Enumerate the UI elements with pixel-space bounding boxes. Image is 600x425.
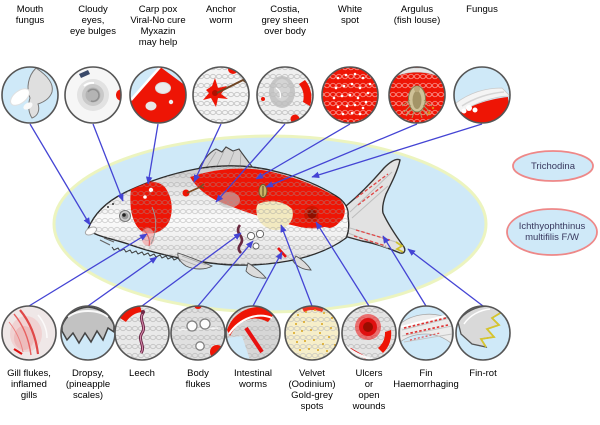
arrow-costia [215,123,286,203]
label-leech: Leech [129,368,155,379]
label-body-flukes: Body flukes [185,368,211,390]
arrow-fungus [311,123,483,178]
label-ichthyophthinus: Ichthyophthinus multifilis F/W [518,221,586,243]
label-argulus: Argulus (fish louse) [393,4,441,26]
intestinal-worms-circle [225,305,281,361]
leech-circle [114,305,170,361]
label-fin-haemorrhaging: Fin Haemorrhaging [393,368,459,390]
trichodina-oval [512,150,594,182]
tail-fin [343,158,406,254]
worm-icon [244,326,264,354]
body-fluke-spot [246,231,256,241]
arrow-white-spot [255,123,351,180]
belly-serration [111,246,185,262]
label-ulcers: Ulcers or open wounds [352,368,386,412]
label-carp-pox: Carp pox Viral-No cure Myxazin may help [130,4,186,48]
arrow-anchor-worm [193,123,222,183]
arrow-gill-flukes [28,233,148,307]
label-intestinal-worms: Intestinal worms [233,368,273,390]
label-mouth-fungus: Mouth fungus [15,4,45,26]
koi-fish-illustration [84,146,406,279]
velvet-circle [284,305,340,361]
label-costia: Costia, grey sheen over body [261,4,309,37]
cloudy-eye-circle [64,66,122,124]
label-gill-flukes: Gill flukes, inflamed gills [7,368,51,401]
white-spot-circle [321,66,379,124]
label-trichodina: Trichodina [530,161,575,172]
arrow-fin-haemorrhaging [382,235,427,307]
pointer-arrows [28,123,484,307]
label-velvet: Velvet (Oodinium) Gold-grey spots [288,368,336,412]
arrow-ulcers [315,221,370,307]
fish-markings [88,165,349,266]
ulcers-circle [341,305,397,361]
argulus-circle [388,66,446,124]
arrow-body-flukes [197,240,254,307]
arrow-dropsy [87,256,158,307]
ichthyophthinus-oval [506,208,598,256]
body-flukes-circle [170,305,226,361]
barbels [99,237,115,246]
fungus-circle [453,66,511,124]
fish-louse-icon [401,85,433,119]
lower-fins [177,252,312,279]
leech-on-fish [236,224,244,254]
arrow-cloudy-eyes [92,123,124,202]
arrow-mouth-fungus [29,123,91,226]
rotted-edge [479,311,503,348]
label-dropsy: Dropsy, (pineapple scales) [65,368,111,401]
fin-rot-circle [455,305,511,361]
fin-haemorrhage-circle [398,305,454,361]
label-cloudy-eyes: Cloudy eyes, eye bulges [70,4,116,37]
arrow-fin-rot [407,248,484,307]
label-anchor-worm: Anchor worm [205,4,237,26]
fish-mouth [84,226,98,236]
arrow-carp-pox [145,123,159,185]
gill-flukes-circle [1,305,57,361]
carp-pox-circle [129,66,187,124]
arrow-argulus [265,123,418,188]
costia-circle [256,66,314,124]
arrow-intestinal-worms [252,251,283,307]
fish-head-details [84,203,185,262]
label-fungus: Fungus [466,4,498,15]
label-white-spot: White spot [337,4,363,26]
dropsy-circle [60,305,116,361]
anchor-worm-circle [192,66,250,124]
mouth-fungus-circle [1,66,59,124]
scale-pattern [88,165,349,266]
anchor-worm-site [182,189,190,197]
fin-rot-mark [395,241,404,253]
arrow-velvet [280,224,313,307]
arrow-leech [141,232,242,307]
label-fin-rot: Fin-rot [469,368,497,379]
